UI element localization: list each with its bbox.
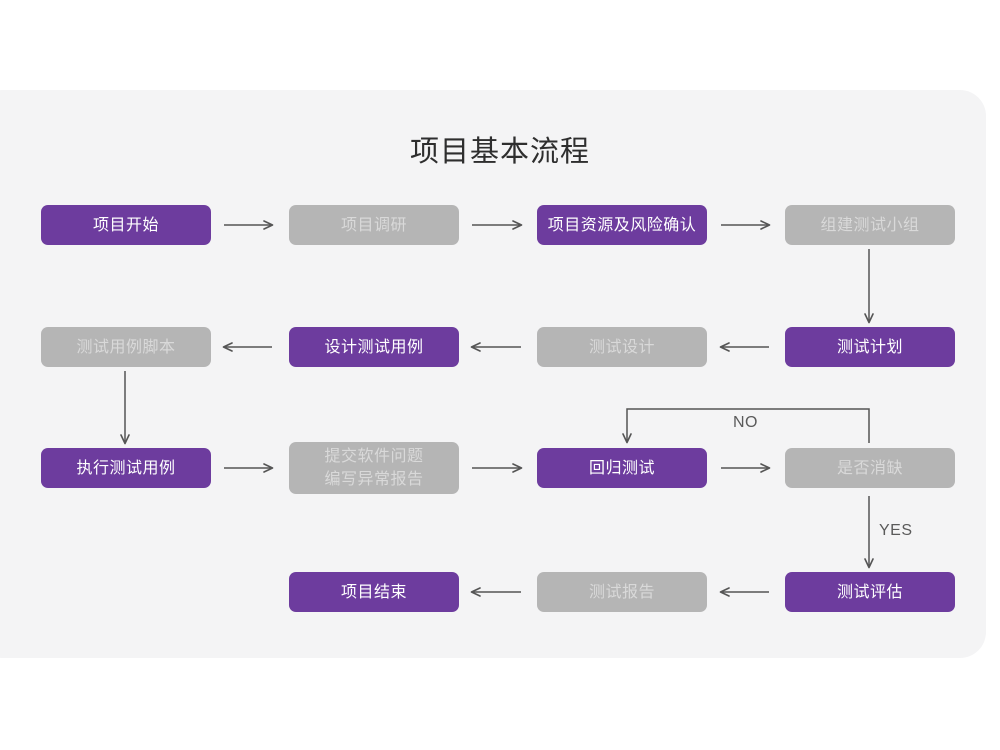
node-resource-risk-confirm[interactable]: 项目资源及风险确认: [537, 205, 707, 245]
node-label: 执行测试用例: [76, 459, 176, 477]
flowchart-card-panel: [0, 90, 986, 658]
node-label: 项目开始: [92, 216, 159, 234]
node-project-start[interactable]: 项目开始: [41, 205, 211, 245]
node-label: 项目调研: [340, 216, 407, 234]
node-test-report[interactable]: 测试报告: [537, 572, 707, 612]
node-label: 组建测试小组: [820, 216, 920, 234]
node-regression-test[interactable]: 回归测试: [537, 448, 707, 488]
node-test-design[interactable]: 测试设计: [537, 327, 707, 367]
node-label: 提交软件问题 编写异常报告: [324, 448, 424, 488]
node-label: 测试计划: [836, 338, 903, 356]
node-label: 项目资源及风险确认: [547, 216, 697, 234]
node-label: 测试设计: [588, 338, 655, 356]
node-submit-defect-report[interactable]: 提交软件问题 编写异常报告: [289, 442, 459, 494]
node-label: 设计测试用例: [324, 338, 424, 356]
node-test-plan[interactable]: 测试计划: [785, 327, 955, 367]
node-test-evaluation[interactable]: 测试评估: [785, 572, 955, 612]
node-label: 测试报告: [588, 583, 655, 601]
node-design-test-cases[interactable]: 设计测试用例: [289, 327, 459, 367]
node-defect-cleared-decision[interactable]: 是否消缺: [785, 448, 955, 488]
node-build-test-team[interactable]: 组建测试小组: [785, 205, 955, 245]
edge-label-no: NO: [733, 414, 758, 431]
node-label: 回归测试: [588, 459, 655, 477]
node-project-end[interactable]: 项目结束: [289, 572, 459, 612]
node-test-case-script[interactable]: 测试用例脚本: [41, 327, 211, 367]
node-label: 是否消缺: [836, 459, 903, 477]
node-label: 测试用例脚本: [76, 338, 176, 356]
node-label: 项目结束: [340, 583, 407, 601]
node-project-research[interactable]: 项目调研: [289, 205, 459, 245]
node-execute-test-cases[interactable]: 执行测试用例: [41, 448, 211, 488]
edge-label-yes: YES: [879, 522, 913, 539]
node-label: 测试评估: [836, 583, 903, 601]
page-title: 项目基本流程: [409, 136, 590, 168]
